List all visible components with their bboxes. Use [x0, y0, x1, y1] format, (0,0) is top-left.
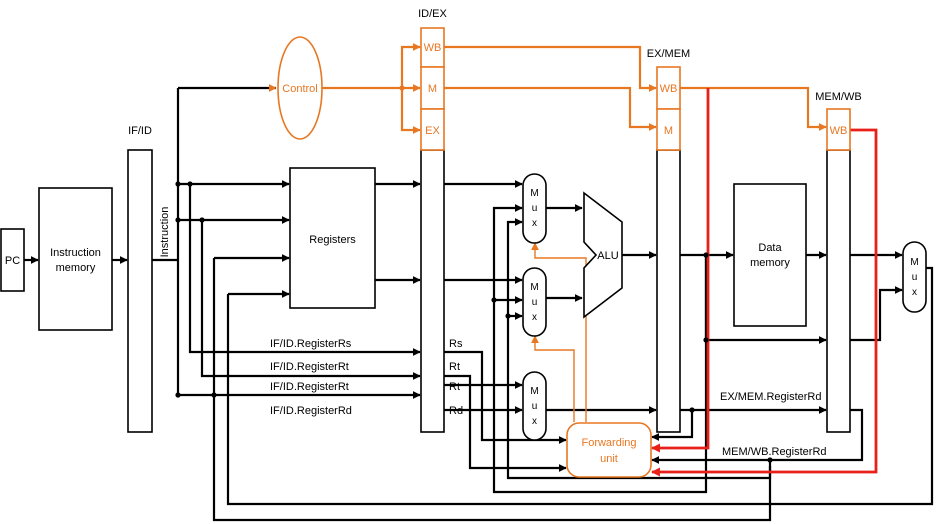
rt-label-1: Rt [449, 361, 460, 373]
svg-text:u: u [532, 297, 538, 308]
forwarding-wires [651, 88, 878, 477]
svg-text:M: M [530, 282, 538, 293]
register-destination-mux: M u x [522, 371, 547, 441]
svg-text:u: u [912, 272, 918, 283]
svg-text:M: M [530, 188, 538, 199]
control-label: Control [282, 83, 317, 95]
if-id-register-rt-label-1: IF/ID.RegisterRt [270, 361, 349, 373]
mem-wb-wb-label: WB [830, 125, 848, 137]
instruction-label: Instruction [159, 207, 171, 258]
data-memory-block: Data memory [733, 183, 807, 327]
data-memory-label-1: Data [758, 242, 782, 254]
registers-label: Registers [309, 234, 356, 246]
forwarding-unit-label-2: unit [600, 453, 618, 465]
svg-text:x: x [532, 312, 537, 323]
id-ex-m-label: M [428, 83, 437, 95]
if-id-register-rd-label: IF/ID.RegisterRd [270, 405, 352, 417]
if-id-register-rt-label-2: IF/ID.RegisterRt [270, 381, 349, 393]
rd-label: Rd [449, 405, 463, 417]
ex-mem-m-label: M [664, 125, 673, 137]
rt-label-2: Rt [449, 381, 460, 393]
data-memory-label-2: memory [750, 257, 790, 269]
svg-text:u: u [532, 401, 538, 412]
svg-text:u: u [532, 203, 538, 214]
instruction-memory-label-1: Instruction [50, 247, 101, 259]
instruction-memory-block: Instruction memory [38, 187, 113, 331]
ex-mem-wb-label: WB [660, 83, 678, 95]
id-ex-register: WB M EX ID/EX [418, 8, 448, 433]
if-id-register: IF/ID Instruction [127, 125, 171, 433]
alu: ALU [583, 191, 623, 319]
forwarding-unit: Forwarding unit [566, 422, 652, 478]
datapath-wires [24, 84, 934, 522]
write-back-mux: M u x [902, 241, 927, 313]
svg-text:M: M [530, 386, 538, 397]
ex-mem-register: WB M EX/MEM [647, 48, 690, 433]
control-junctions [399, 85, 405, 91]
control-wires [322, 43, 827, 422]
svg-text:x: x [912, 287, 917, 298]
rs-label: Rs [449, 338, 463, 350]
alu-input-b-mux: M u x [522, 267, 547, 337]
mem-wb-register-rd-label: MEM/WB.RegisterRd [722, 446, 827, 458]
forwarding-unit-label-1: Forwarding [581, 437, 636, 449]
wire-junctions [175, 181, 773, 463]
pc-block: PC [0, 228, 25, 292]
id-ex-ex-label: EX [425, 125, 440, 137]
pc-label: PC [5, 255, 20, 267]
svg-text:M: M [910, 257, 918, 268]
ex-mem-register-rd-label: EX/MEM.RegisterRd [720, 391, 821, 403]
alu-label: ALU [597, 250, 618, 262]
id-ex-label: ID/EX [418, 8, 447, 20]
if-id-register-rs-label: IF/ID.RegisterRs [270, 338, 352, 350]
register-file: Registers [289, 167, 376, 309]
ex-mem-label: EX/MEM [647, 48, 690, 60]
signal-labels: IF/ID.RegisterRs IF/ID.RegisterRt IF/ID.… [270, 338, 827, 458]
control-unit: Control [277, 36, 323, 140]
mem-wb-label: MEM/WB [815, 91, 861, 103]
alu-input-a-mux: M u x [522, 173, 547, 244]
instruction-memory-label-2: memory [56, 262, 96, 274]
svg-text:x: x [532, 218, 537, 229]
mem-wb-register: WB MEM/WB [815, 91, 862, 433]
if-id-label: IF/ID [128, 125, 152, 137]
id-ex-wb-label: WB [424, 42, 442, 54]
svg-text:x: x [532, 416, 537, 427]
